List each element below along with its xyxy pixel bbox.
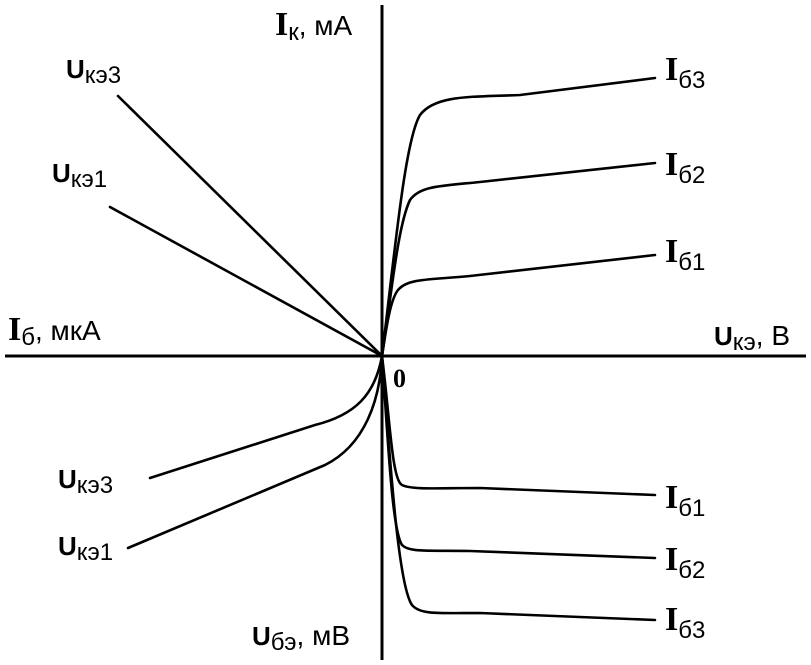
feedback-curve-ib3 [380,354,657,622]
label-output-ib1: Iб1 [665,233,705,276]
label-input-uke1: Uкэ1 [58,531,113,566]
label-transfer-uke3: Uкэ3 [66,54,121,89]
label-feedback-ib2: Iб2 [665,541,705,584]
label-input-uke3: Uкэ3 [58,464,113,499]
origin-label: 0 [393,364,406,393]
label-feedback-ib1: Iб1 [665,479,705,522]
output-curve-ib1 [380,253,657,358]
input-curve-uke1 [126,354,384,550]
input-curve-uke3 [148,354,384,480]
feedback-curve-ib1 [380,354,657,497]
feedback-curve-ib2 [380,354,657,560]
label-output-ib3: Iб3 [665,51,705,94]
axis-label-ib: Iб, мкА [8,311,101,351]
axis-label-uke: Uкэ, В [714,320,790,356]
transfer-line-uke3 [116,94,384,358]
label-transfer-uke1: Uкэ1 [52,158,107,193]
axis-label-ik: Iк, мА [275,6,353,46]
output-curve-ib3 [380,76,657,358]
output-curve-ib2 [380,161,657,358]
label-output-ib2: Iб2 [665,146,705,189]
label-feedback-ib3: Iб3 [665,601,705,644]
transfer-line-uke1 [108,205,384,358]
axis-label-ube: Uбэ, мВ [252,620,350,656]
